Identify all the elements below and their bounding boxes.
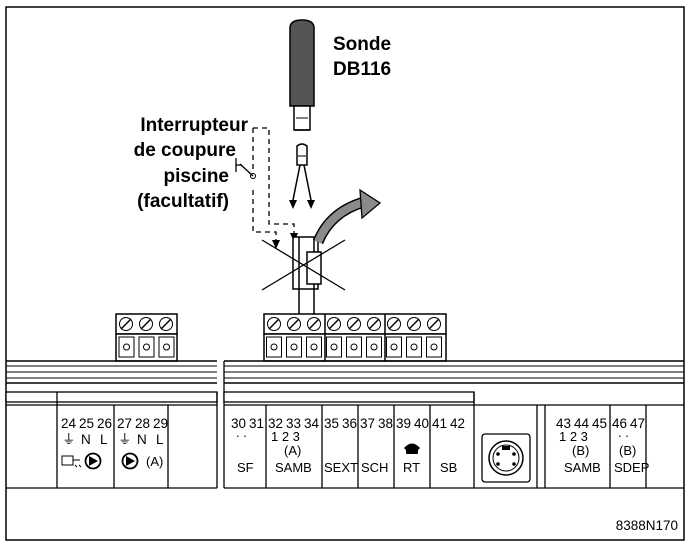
sdep-paren: (B)	[619, 443, 636, 458]
switch-label-line4: (facultatif)	[137, 191, 229, 212]
samb-b-paren: (B)	[572, 443, 589, 458]
live-label: L	[156, 432, 164, 447]
terminal-26: 26	[97, 416, 112, 431]
terminals-sb: 41 42 SB	[432, 416, 465, 475]
terminals-rt: 39 40 RT	[396, 405, 431, 488]
terminals-samb-a: 32 33 34 1 2 3 (A) SAMB	[268, 405, 323, 488]
switch-label-line1: Interrupteur	[140, 115, 248, 136]
removal-arrow	[312, 188, 382, 245]
terminal-47: 47	[630, 416, 645, 431]
terminal-dots: . .	[236, 425, 247, 440]
terminals-sext: 35 36 SEXT	[324, 405, 359, 488]
switch-label-line2: de coupure	[134, 140, 236, 161]
terminal-43: 43	[556, 416, 571, 431]
burner-icon	[61, 455, 82, 468]
switch-label-line3: piscine	[164, 166, 229, 187]
sdep-label: SDEP	[614, 460, 649, 475]
connector-plug-left	[115, 313, 178, 362]
terminal-42: 42	[450, 416, 465, 431]
samb-b-sub: 1 2 3	[559, 429, 588, 444]
terminal-46: 46	[612, 416, 627, 431]
terminal-33: 33	[286, 416, 301, 431]
terminal-31: 31	[249, 416, 264, 431]
terminals-sf: 30 31 . . SF	[231, 405, 267, 488]
samb-a-sub: 1 2 3	[271, 429, 300, 444]
samb-b-label: SAMB	[564, 460, 601, 475]
sb-label: SB	[440, 460, 457, 475]
terminal-32: 32	[268, 416, 283, 431]
pump-icon	[84, 452, 102, 470]
neutral-label: N	[137, 432, 147, 447]
terminal-44: 44	[574, 416, 590, 431]
earth-symbol: ⏚	[118, 432, 132, 447]
sext-label: SEXT	[324, 460, 358, 475]
terminal-24: 24	[61, 416, 77, 431]
terminal-37: 37	[360, 416, 375, 431]
sch-label: SCH	[361, 460, 388, 475]
sf-label: SF	[237, 460, 254, 475]
probe-label-line2: DB116	[333, 59, 391, 80]
terminals-sch: 37 38 SCH	[360, 405, 395, 488]
probe-label-line1: Sonde	[333, 34, 391, 55]
terminal-strip-main	[223, 360, 684, 489]
terminals-samb-b: 43 44 45 1 2 3 (B) SAMB	[556, 405, 611, 488]
pump-icon	[121, 452, 139, 470]
connector-plug-main	[263, 313, 447, 362]
samb-a-paren: (A)	[284, 443, 301, 458]
terminal-34: 34	[304, 416, 320, 431]
terminals-27-29: 27 28 29 ⏚ N L (A)	[117, 416, 168, 470]
circuit-a-label: (A)	[146, 454, 163, 469]
pool-switch	[235, 127, 298, 249]
terminal-36: 36	[342, 416, 357, 431]
terminal-40: 40	[414, 416, 429, 431]
terminal-dots: . .	[618, 425, 629, 440]
rt-label: RT	[403, 460, 420, 475]
terminal-45: 45	[592, 416, 607, 431]
terminal-41: 41	[432, 416, 447, 431]
phone-icon	[404, 443, 420, 454]
neutral-label: N	[81, 432, 91, 447]
removed-resistor	[261, 236, 346, 320]
terminal-25: 25	[79, 416, 94, 431]
terminals-sdep: 46 47 . . (B) SDEP	[612, 405, 649, 488]
terminal-strip-left	[5, 360, 218, 489]
mini-din-socket	[481, 433, 531, 483]
samb-a-label: SAMB	[275, 460, 312, 475]
earth-symbol: ⏚	[62, 432, 76, 447]
terminal-28: 28	[135, 416, 150, 431]
drawing-code: 8388N170	[616, 518, 678, 533]
terminal-35: 35	[324, 416, 339, 431]
frame	[5, 6, 685, 541]
terminal-29: 29	[153, 416, 168, 431]
probe-db116	[289, 19, 315, 209]
live-label: L	[100, 432, 108, 447]
terminal-38: 38	[378, 416, 393, 431]
terminal-39: 39	[396, 416, 411, 431]
terminal-30: 30	[231, 416, 246, 431]
terminals-24-26: 24 25 26 ⏚ N L	[61, 416, 112, 470]
terminal-27: 27	[117, 416, 132, 431]
